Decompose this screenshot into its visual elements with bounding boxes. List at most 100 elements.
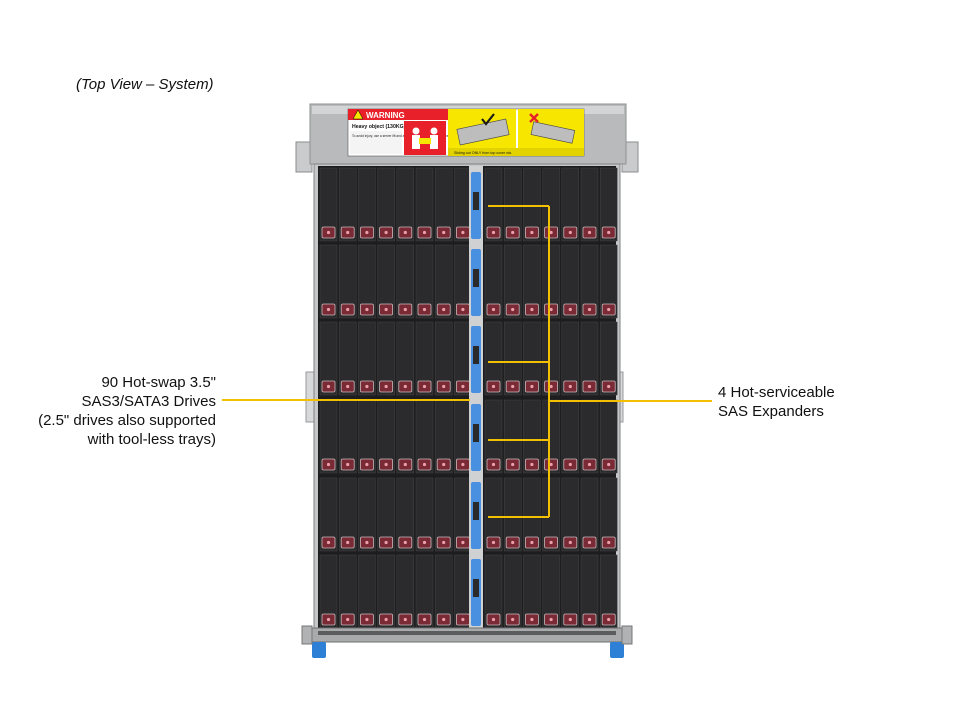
right-release-latch[interactable] — [610, 642, 624, 658]
drive-tray[interactable] — [377, 399, 395, 474]
drive-tray[interactable] — [523, 321, 541, 396]
drive-tray[interactable] — [338, 321, 357, 396]
drive-tray[interactable] — [319, 399, 338, 474]
drive-tray[interactable] — [599, 244, 618, 319]
drive-tray[interactable] — [503, 554, 522, 629]
drive-tray[interactable] — [580, 244, 599, 319]
drive-tray[interactable] — [580, 554, 599, 629]
drive-tray[interactable] — [434, 399, 453, 474]
drive-tray[interactable] — [542, 167, 560, 242]
drive-tray[interactable] — [377, 554, 395, 629]
drive-tray[interactable] — [503, 167, 522, 242]
drive-tray[interactable] — [484, 399, 503, 474]
drive-tray[interactable] — [454, 399, 472, 474]
drive-tray[interactable] — [503, 244, 522, 319]
drive-tray[interactable] — [580, 167, 599, 242]
drive-tray[interactable] — [523, 399, 541, 474]
drive-tray[interactable] — [523, 244, 541, 319]
drive-tray[interactable] — [396, 399, 415, 474]
drive-tray[interactable] — [396, 477, 415, 552]
drive-tray-body — [503, 477, 522, 552]
drive-tray[interactable] — [434, 477, 453, 552]
drive-led-icon — [461, 617, 465, 622]
drive-tray[interactable] — [415, 399, 434, 474]
drive-tray[interactable] — [542, 244, 560, 319]
drive-tray[interactable] — [358, 167, 376, 242]
drive-tray[interactable] — [358, 321, 376, 396]
drive-tray[interactable] — [599, 399, 618, 474]
drive-tray[interactable] — [561, 244, 580, 319]
drive-tray[interactable] — [434, 321, 453, 396]
drive-tray[interactable] — [338, 477, 357, 552]
drive-tray[interactable] — [415, 321, 434, 396]
drive-tray[interactable] — [454, 321, 472, 396]
drive-tray[interactable] — [319, 167, 338, 242]
drive-tray[interactable] — [377, 321, 395, 396]
drive-led-icon — [346, 540, 350, 545]
drive-tray[interactable] — [561, 399, 580, 474]
drive-tray[interactable] — [415, 244, 434, 319]
drive-tray[interactable] — [523, 554, 541, 629]
drive-tray[interactable] — [484, 477, 503, 552]
drive-tray[interactable] — [338, 399, 357, 474]
drive-tray[interactable] — [580, 477, 599, 552]
drive-tray[interactable] — [454, 554, 472, 629]
drive-tray[interactable] — [415, 554, 434, 629]
drive-tray[interactable] — [484, 167, 503, 242]
drive-tray[interactable] — [454, 167, 472, 242]
drive-tray-body — [561, 321, 580, 396]
drive-tray[interactable] — [484, 244, 503, 319]
drive-tray[interactable] — [415, 477, 434, 552]
drive-tray[interactable] — [319, 244, 338, 319]
drive-tray[interactable] — [523, 477, 541, 552]
drive-tray[interactable] — [434, 167, 453, 242]
drive-tray[interactable] — [599, 554, 618, 629]
drive-led-icon — [442, 307, 446, 312]
drive-tray[interactable] — [358, 554, 376, 629]
drive-tray[interactable] — [580, 321, 599, 396]
drive-tray[interactable] — [319, 321, 338, 396]
drive-tray[interactable] — [523, 167, 541, 242]
drive-tray[interactable] — [396, 554, 415, 629]
drive-tray[interactable] — [454, 244, 472, 319]
front-vent — [318, 631, 616, 635]
drive-tray[interactable] — [358, 244, 376, 319]
drive-tray[interactable] — [396, 167, 415, 242]
drive-tray[interactable] — [319, 554, 338, 629]
drive-tray[interactable] — [484, 554, 503, 629]
drive-tray[interactable] — [358, 399, 376, 474]
drive-led-icon — [530, 230, 534, 235]
drive-tray[interactable] — [454, 477, 472, 552]
drive-tray[interactable] — [434, 554, 453, 629]
drive-tray[interactable] — [319, 477, 338, 552]
drive-tray[interactable] — [561, 321, 580, 396]
drive-tray[interactable] — [599, 477, 618, 552]
drive-tray[interactable] — [599, 167, 618, 242]
drive-tray[interactable] — [503, 321, 522, 396]
drive-tray[interactable] — [561, 477, 580, 552]
drive-tray[interactable] — [484, 321, 503, 396]
drive-tray[interactable] — [503, 477, 522, 552]
drive-tray[interactable] — [358, 477, 376, 552]
drive-tray[interactable] — [542, 477, 560, 552]
drive-tray[interactable] — [377, 244, 395, 319]
drive-tray[interactable] — [377, 477, 395, 552]
drive-tray[interactable] — [338, 167, 357, 242]
drive-tray[interactable] — [599, 321, 618, 396]
drive-tray[interactable] — [561, 554, 580, 629]
drive-tray[interactable] — [415, 167, 434, 242]
drive-tray[interactable] — [561, 167, 580, 242]
drive-tray[interactable] — [377, 167, 395, 242]
drive-tray[interactable] — [338, 554, 357, 629]
drive-tray[interactable] — [542, 321, 560, 396]
drive-tray[interactable] — [338, 244, 357, 319]
drive-tray[interactable] — [542, 399, 560, 474]
drive-led-icon — [326, 230, 331, 235]
left-release-latch[interactable] — [312, 642, 326, 658]
drive-tray[interactable] — [503, 399, 522, 474]
drive-tray[interactable] — [396, 244, 415, 319]
drive-tray[interactable] — [580, 399, 599, 474]
drive-tray[interactable] — [542, 554, 560, 629]
drive-tray[interactable] — [396, 321, 415, 396]
drive-tray[interactable] — [434, 244, 453, 319]
